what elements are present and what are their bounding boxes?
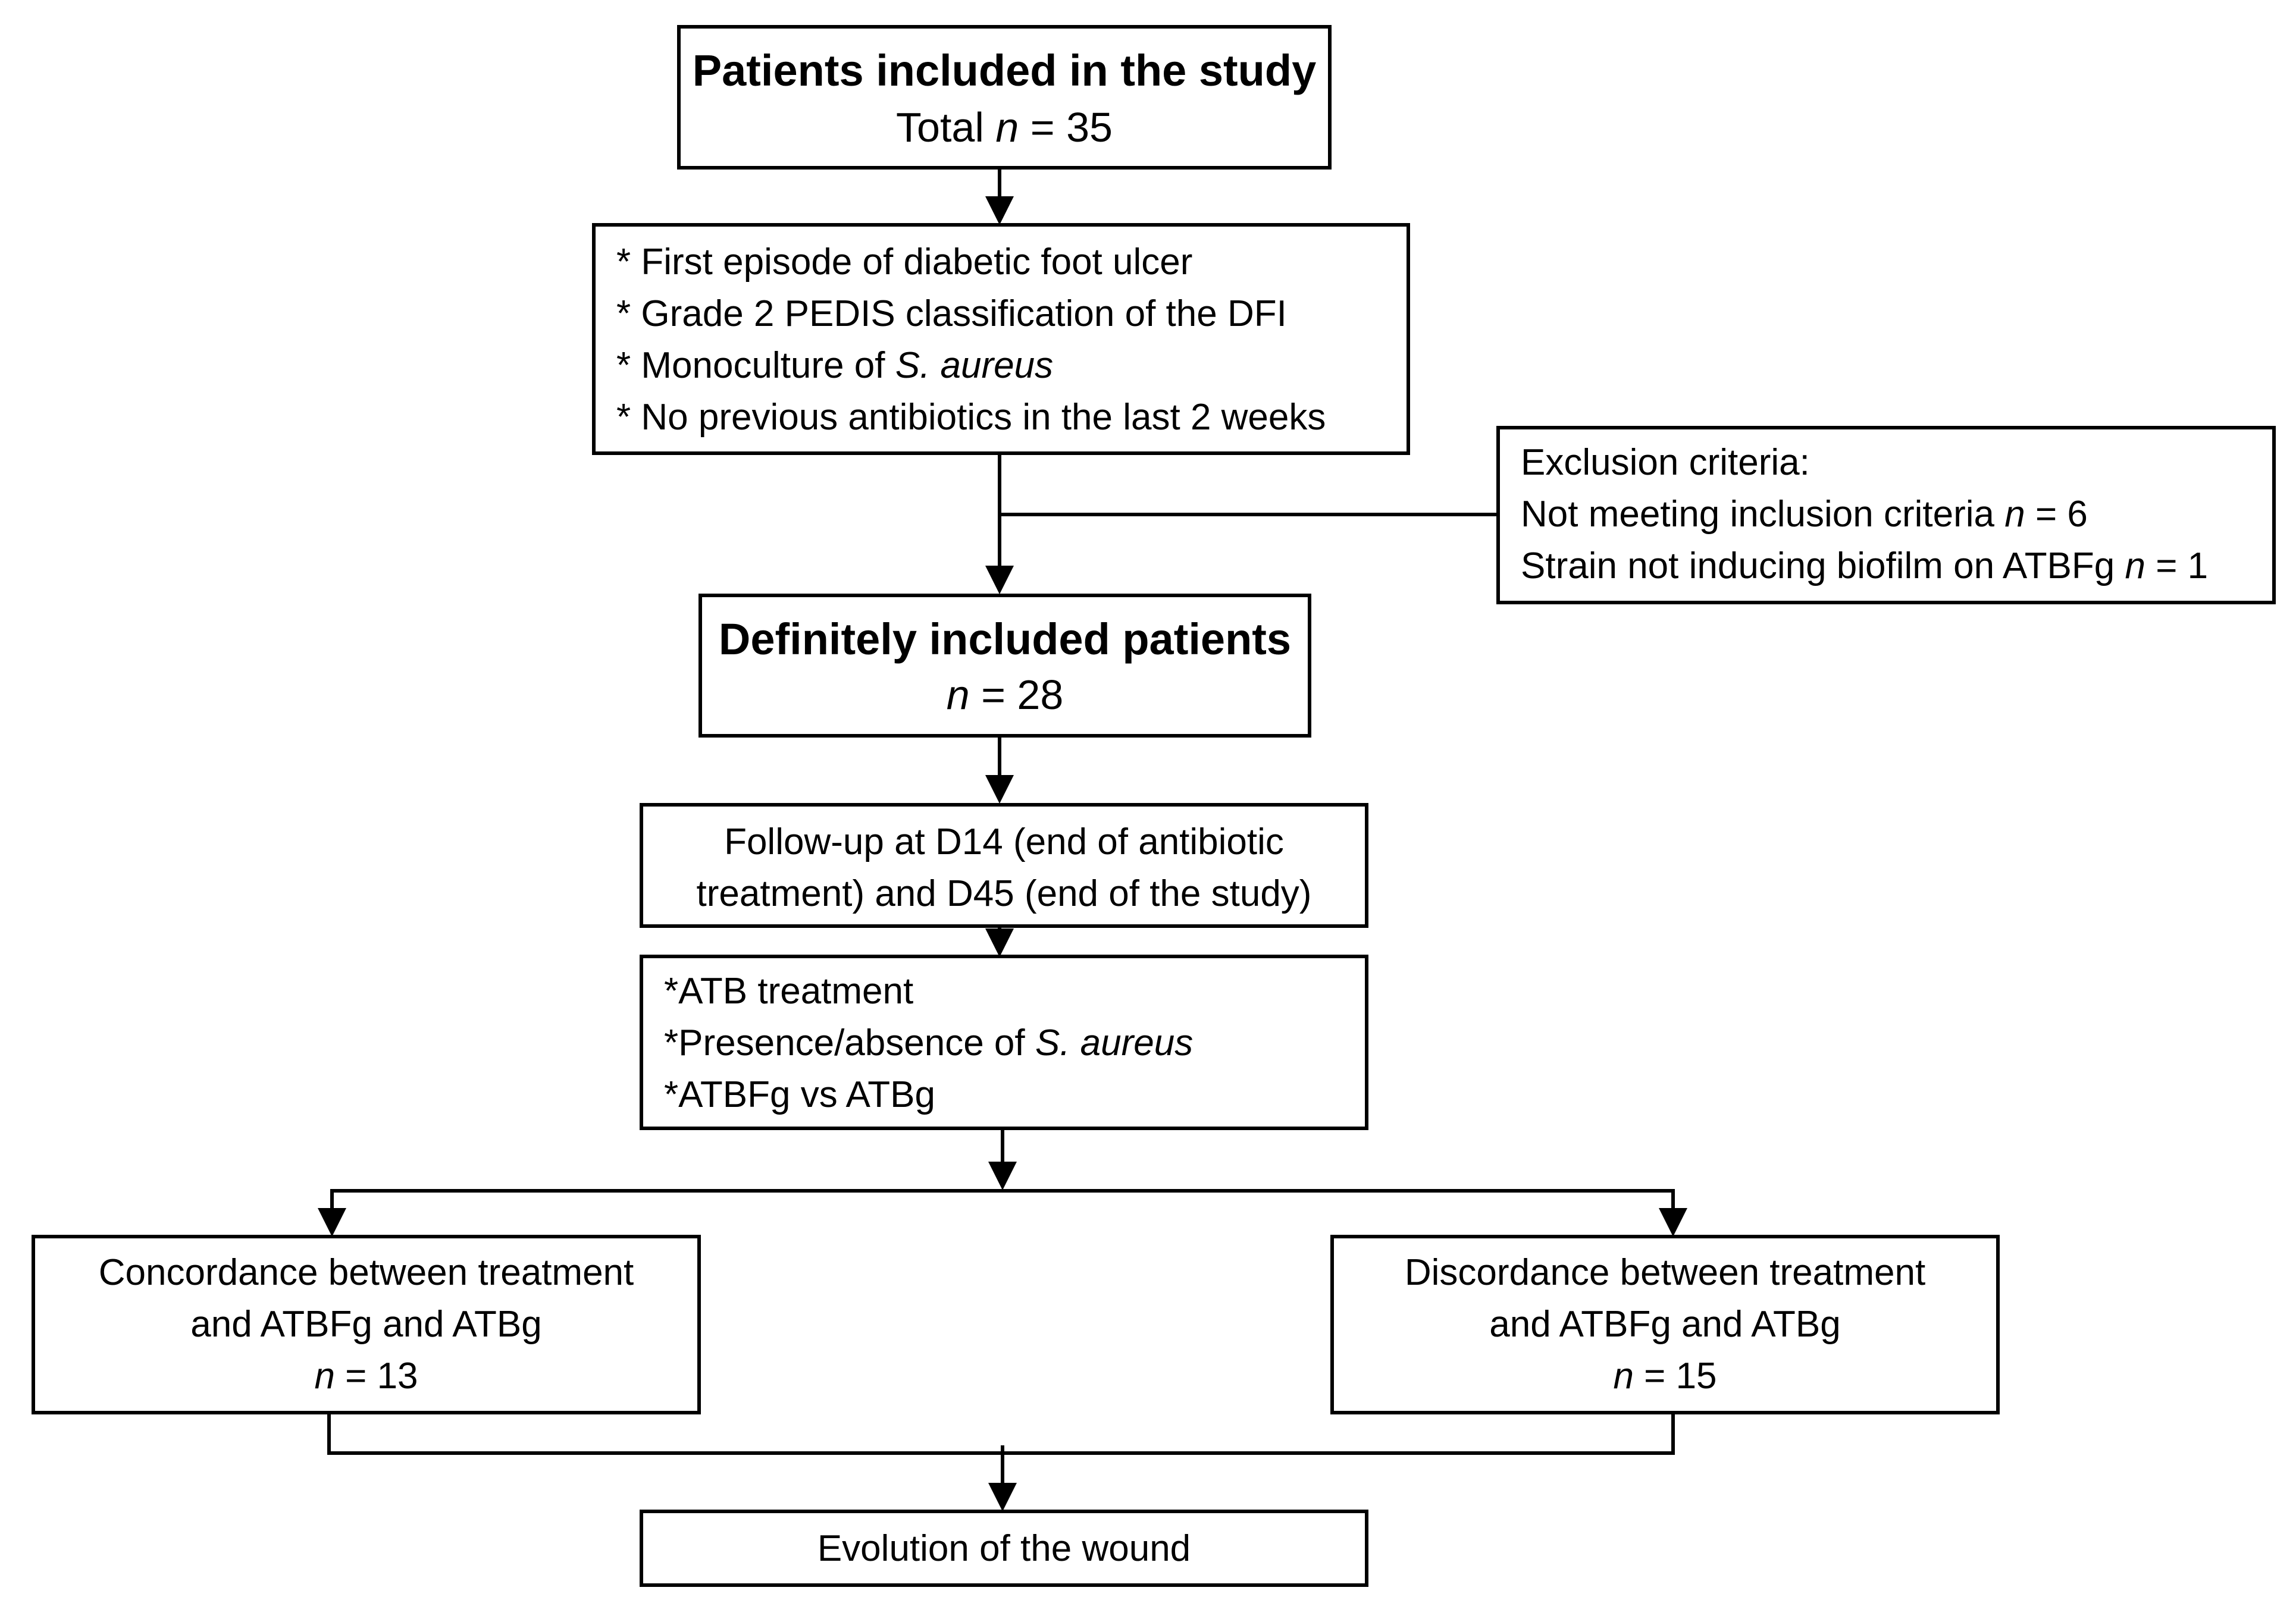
box-exclusion-criteria: Exclusion criteria: Not meeting inclusio… xyxy=(1496,426,2276,604)
exclusion-item: Strain not inducing biofilm on ATBFg n =… xyxy=(1521,545,2209,586)
exclusion-item: Not meeting inclusion criteria n = 6 xyxy=(1521,494,2088,535)
box-definitely-included-count: n = 28 xyxy=(946,672,1064,718)
box-follow-up: Follow-up at D14 (end of antibiotic trea… xyxy=(640,803,1368,928)
inclusion-item: * Grade 2 PEDIS classification of the DF… xyxy=(616,293,1287,334)
box-definitely-included: Definitely included patients n = 28 xyxy=(698,594,1311,738)
box-definitely-included-title: Definitely included patients xyxy=(718,614,1292,664)
follow-up-line: Follow-up at D14 (end of antibiotic xyxy=(724,821,1284,862)
concordance-line: and ATBFg and ATBg xyxy=(190,1304,542,1345)
box-patients-included: Patients included in the study Total n =… xyxy=(677,25,1332,170)
box-discordance: Discordance between treatment and ATBFg … xyxy=(1330,1235,2000,1414)
discordance-line: Discordance between treatment xyxy=(1404,1252,1926,1293)
concordance-count: n = 13 xyxy=(314,1356,418,1397)
outcome-item: *ATBFg vs ATBg xyxy=(664,1074,935,1115)
outcome-item: *Presence/absence of S. aureus xyxy=(664,1022,1194,1063)
discordance-line: and ATBFg and ATBg xyxy=(1489,1304,1841,1345)
inclusion-item: * No previous antibiotics in the last 2 … xyxy=(616,397,1326,438)
evolution-label: Evolution of the wound xyxy=(817,1528,1191,1569)
box-evolution: Evolution of the wound xyxy=(640,1510,1368,1587)
box-patients-included-total: Total n = 35 xyxy=(896,104,1113,150)
box-outcomes: *ATB treatment *Presence/absence of S. a… xyxy=(640,955,1368,1130)
discordance-count: n = 15 xyxy=(1613,1356,1717,1397)
box-patients-included-title: Patients included in the study xyxy=(692,46,1317,95)
box-inclusion-criteria: * First episode of diabetic foot ulcer *… xyxy=(592,223,1410,455)
concordance-line: Concordance between treatment xyxy=(98,1252,634,1293)
outcome-item: *ATB treatment xyxy=(664,971,914,1012)
inclusion-item: * First episode of diabetic foot ulcer xyxy=(616,241,1193,283)
follow-up-line: treatment) and D45 (end of the study) xyxy=(696,873,1312,914)
inclusion-item: * Monoculture of S. aureus xyxy=(616,345,1054,386)
exclusion-title: Exclusion criteria: xyxy=(1521,442,1810,483)
box-concordance: Concordance between treatment and ATBFg … xyxy=(32,1235,701,1414)
